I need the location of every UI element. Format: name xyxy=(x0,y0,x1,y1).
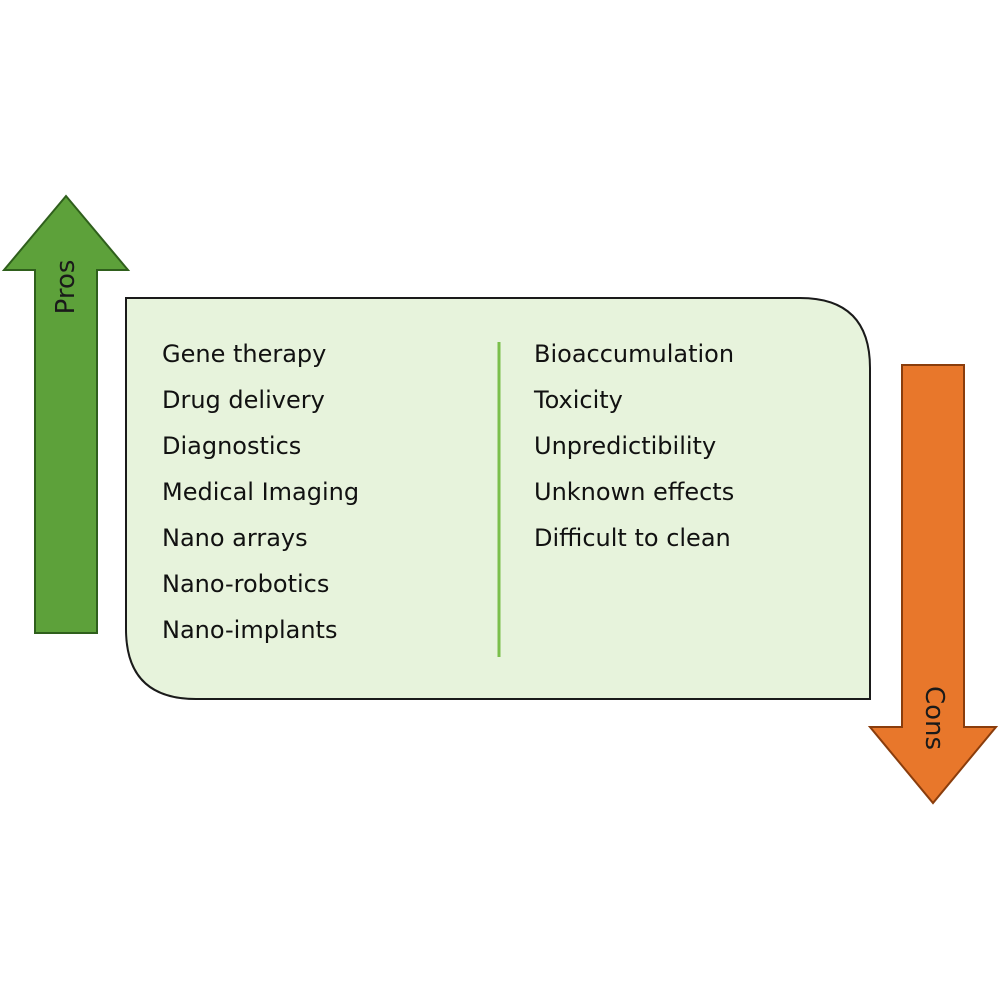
pros-arrow xyxy=(1,194,131,634)
pros-item: Nano-implants xyxy=(162,616,338,644)
cons-list: Bioaccumulation Toxicity Unpredictibilit… xyxy=(534,331,734,561)
pros-item: Medical Imaging xyxy=(162,478,360,506)
pros-label: Pros xyxy=(51,259,81,315)
pros-item: Drug delivery xyxy=(162,386,325,414)
pros-list: Gene therapy Drug delivery Diagnostics M… xyxy=(162,331,359,653)
pros-item: Nano arrays xyxy=(162,524,308,552)
cons-item: Difficult to clean xyxy=(534,524,731,552)
cons-item: Unpredictibility xyxy=(534,432,717,460)
cons-arrow xyxy=(867,364,999,805)
cons-item: Unknown effects xyxy=(534,478,735,506)
cons-label: Cons xyxy=(919,685,949,751)
pros-item: Nano-robotics xyxy=(162,570,330,598)
pros-item: Gene therapy xyxy=(162,340,327,368)
cons-item: Bioaccumulation xyxy=(534,340,735,368)
pros-item: Diagnostics xyxy=(162,432,302,460)
cons-item: Toxicity xyxy=(534,386,623,414)
